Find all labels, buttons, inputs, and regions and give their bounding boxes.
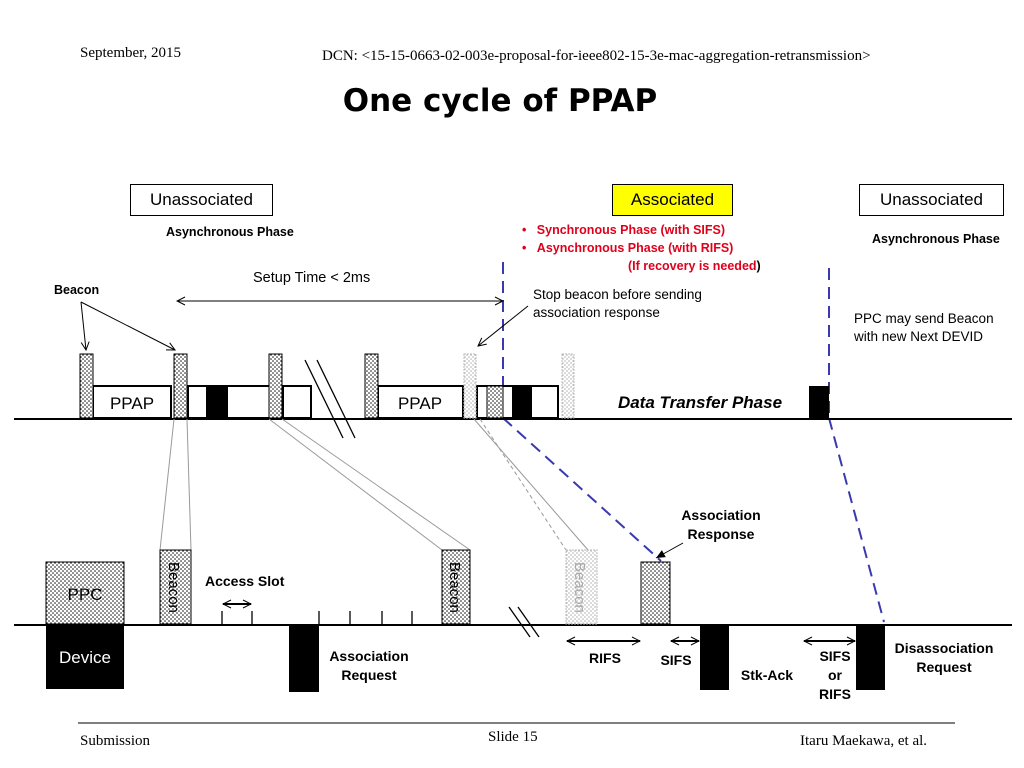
beacon-vertical-3: Beacon: [571, 562, 588, 613]
bullet-async-phase: • Asynchronous Phase (with RIFS): [522, 241, 734, 255]
recovery-paren: ): [756, 259, 761, 273]
beacon-pointer-arrows: [80, 301, 529, 350]
sifs-or-line-3: RIFS: [819, 686, 851, 702]
assoc-resp-line-1: Association: [681, 507, 760, 523]
stop-beacon-line-2: association response: [533, 305, 660, 320]
zoom-connectors: [159, 418, 589, 551]
footer-submission: Submission: [80, 733, 151, 749]
disassoc-line-2: Request: [916, 659, 972, 675]
footer-authors: Itaru Maekawa, et al.: [800, 733, 928, 749]
top-black-slots: [206, 386, 829, 418]
rifs-label: RIFS: [589, 650, 621, 666]
device-box: [46, 626, 124, 689]
header-dcn: DCN: <15-15-0663-02-003e-proposal-for-ie…: [322, 48, 871, 64]
slide-title: One cycle of PPAP: [342, 83, 658, 119]
beacon-vertical-1: Beacon: [165, 562, 182, 613]
access-slot-ticks: [221, 611, 413, 624]
time-break-top: [304, 359, 356, 439]
device-label: Device: [59, 648, 111, 667]
bottom-beacons: [159, 549, 471, 625]
state-unassociated-left: Unassociated: [130, 184, 273, 216]
skipped-beacons: [463, 353, 575, 419]
assoc-req-line-1: Association: [329, 648, 408, 664]
sifs-label: SIFS: [660, 652, 691, 668]
state-associated: Associated: [612, 184, 733, 216]
data-transfer-label: Data Transfer Phase: [618, 393, 782, 412]
footer-slide-number: Slide 15: [488, 729, 538, 745]
ppc-label: PPC: [68, 585, 103, 604]
device-transmissions: [289, 626, 885, 692]
access-slot-label: Access Slot: [205, 573, 285, 589]
association-response-frame: [640, 561, 671, 625]
sifs-or-line-1: SIFS: [819, 648, 850, 664]
stk-ack-label: Stk-Ack: [741, 667, 793, 683]
ppc-may-line-1: PPC may send Beacon: [854, 311, 994, 326]
beacon-label: Beacon: [54, 283, 100, 297]
time-break-bottom: [508, 606, 540, 638]
recovery-text: (If recovery is needed: [628, 259, 757, 273]
state-unassociated-right: Unassociated: [859, 184, 1004, 216]
assoc-req-line-2: Request: [341, 667, 397, 683]
ppc-may-note: PPC may send Beacon with new Next DEVID: [854, 310, 994, 346]
ppap-label-2: PPAP: [398, 394, 442, 413]
association-response-arrow: [655, 542, 684, 559]
association-boundary-lines: [502, 262, 885, 623]
ppc-may-line-2: with new Next DEVID: [854, 329, 984, 344]
bullet-sync-phase: • Synchronous Phase (with SIFS): [522, 223, 726, 237]
header-date: September, 2015: [80, 45, 182, 61]
recovery-note: (If recovery is needed): [628, 259, 761, 273]
top-beacons: [79, 353, 504, 419]
ppap-label-1: PPAP: [110, 394, 154, 413]
assoc-resp-line-2: Response: [688, 526, 755, 542]
sifs-or-line-2: or: [828, 667, 843, 683]
stop-beacon-note: Stop beacon before sending association re…: [533, 286, 702, 322]
async-phase-right: Asynchronous Phase: [872, 232, 1000, 246]
zoom-connector-dashed: [479, 418, 567, 551]
async-phase-left: Asynchronous Phase: [166, 225, 294, 239]
beacon-vertical-2: Beacon: [446, 562, 463, 613]
bullet-sync-text: Synchronous Phase (with SIFS): [536, 223, 726, 237]
setup-time-label: Setup Time < 2ms: [253, 270, 371, 286]
bullet-async-text: Asynchronous Phase (with RIFS): [536, 241, 734, 255]
disassoc-line-1: Disassociation: [895, 640, 994, 656]
skipped-beacon-bottom: [565, 549, 598, 625]
ppc-box: [45, 561, 125, 625]
stop-beacon-line-1: Stop beacon before sending: [533, 287, 702, 302]
